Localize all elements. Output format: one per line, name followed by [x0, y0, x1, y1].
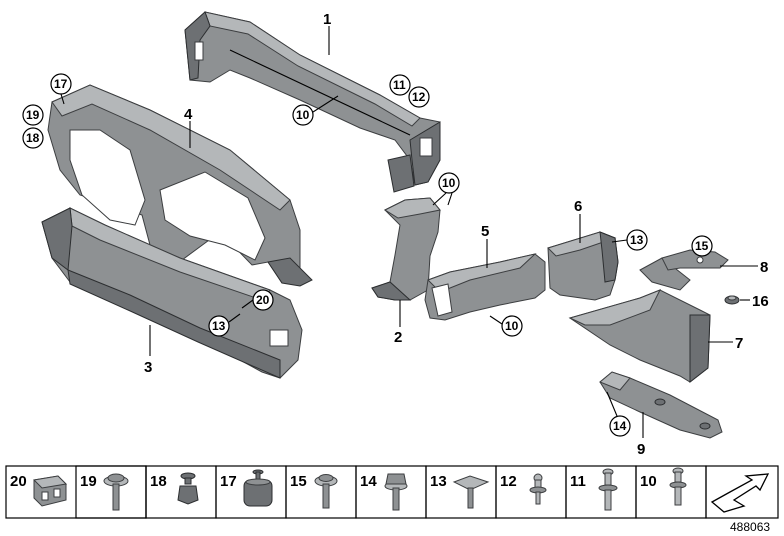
callout-10b: 10: [442, 176, 456, 190]
part-6-air-duct: [547, 231, 619, 301]
strip-num-13: 13: [430, 473, 447, 490]
strip-num-10: 10: [640, 473, 657, 490]
callout-18: 18: [26, 131, 40, 145]
label-4: 4: [184, 106, 193, 123]
strip-num-14: 14: [360, 473, 377, 490]
main-labels: 1 4 3 2 5 6 7 8 9 16: [144, 11, 769, 458]
part-4-grille-frame: [47, 84, 313, 287]
label-9: 9: [637, 441, 645, 458]
strip-num-12: 12: [500, 473, 517, 490]
callout-15: 15: [695, 239, 709, 253]
expanding-rivet-icon: [177, 472, 199, 505]
part-1-upper-carrier: [184, 11, 441, 193]
label-5: 5: [481, 223, 489, 240]
label-1: 1: [323, 11, 331, 28]
screw-icon: [314, 474, 338, 509]
parts-strip: 20 19 18 17 15 14 13 12 11 10: [5, 465, 779, 519]
strip-num-15: 15: [290, 473, 307, 490]
diagram-number: 488063: [730, 520, 770, 534]
rubber-mount-icon: [243, 469, 273, 507]
callout-12: 12: [412, 90, 426, 104]
label-16: 16: [752, 293, 769, 310]
callout-20: 20: [256, 293, 270, 307]
expanding-clip-icon: [452, 475, 490, 509]
strip-cell-arrow: [705, 465, 779, 519]
part-7-air-deflector: [568, 257, 711, 384]
strip-num-17: 17: [220, 473, 237, 490]
circled-callouts: 17 19 18 11 12 10 10 10 13 20 13 15 14: [22, 73, 713, 437]
hex-bolt-icon: [384, 473, 408, 511]
callout-13a: 13: [212, 319, 226, 333]
pin-icon: [529, 473, 547, 505]
strip-num-19: 19: [80, 473, 97, 490]
strip-num-11: 11: [570, 473, 586, 490]
label-3: 3: [144, 359, 152, 376]
callout-19: 19: [26, 108, 40, 122]
clip-nut-icon: [32, 475, 68, 507]
callout-17: 17: [54, 77, 68, 91]
collar-screw-icon: [598, 468, 618, 511]
part-5-air-duct: [424, 253, 546, 321]
part-9-mount-plate: [599, 371, 723, 439]
label-7: 7: [735, 335, 743, 352]
part-2-bracket: [371, 197, 441, 301]
callout-11: 11: [393, 78, 406, 92]
small-screw-icon: [669, 467, 687, 506]
callout-10c: 10: [505, 319, 519, 333]
label-6: 6: [574, 198, 582, 215]
callout-10a: 10: [296, 108, 310, 122]
part-16-nut: [724, 295, 740, 305]
strip-num-18: 18: [150, 473, 167, 490]
direction-arrow-icon: [710, 473, 770, 513]
label-8: 8: [760, 259, 768, 276]
callout-13b: 13: [630, 233, 644, 247]
callout-14: 14: [613, 419, 627, 433]
label-2: 2: [394, 329, 402, 346]
screw-washer-icon: [103, 473, 129, 511]
strip-num-20: 20: [10, 473, 27, 490]
